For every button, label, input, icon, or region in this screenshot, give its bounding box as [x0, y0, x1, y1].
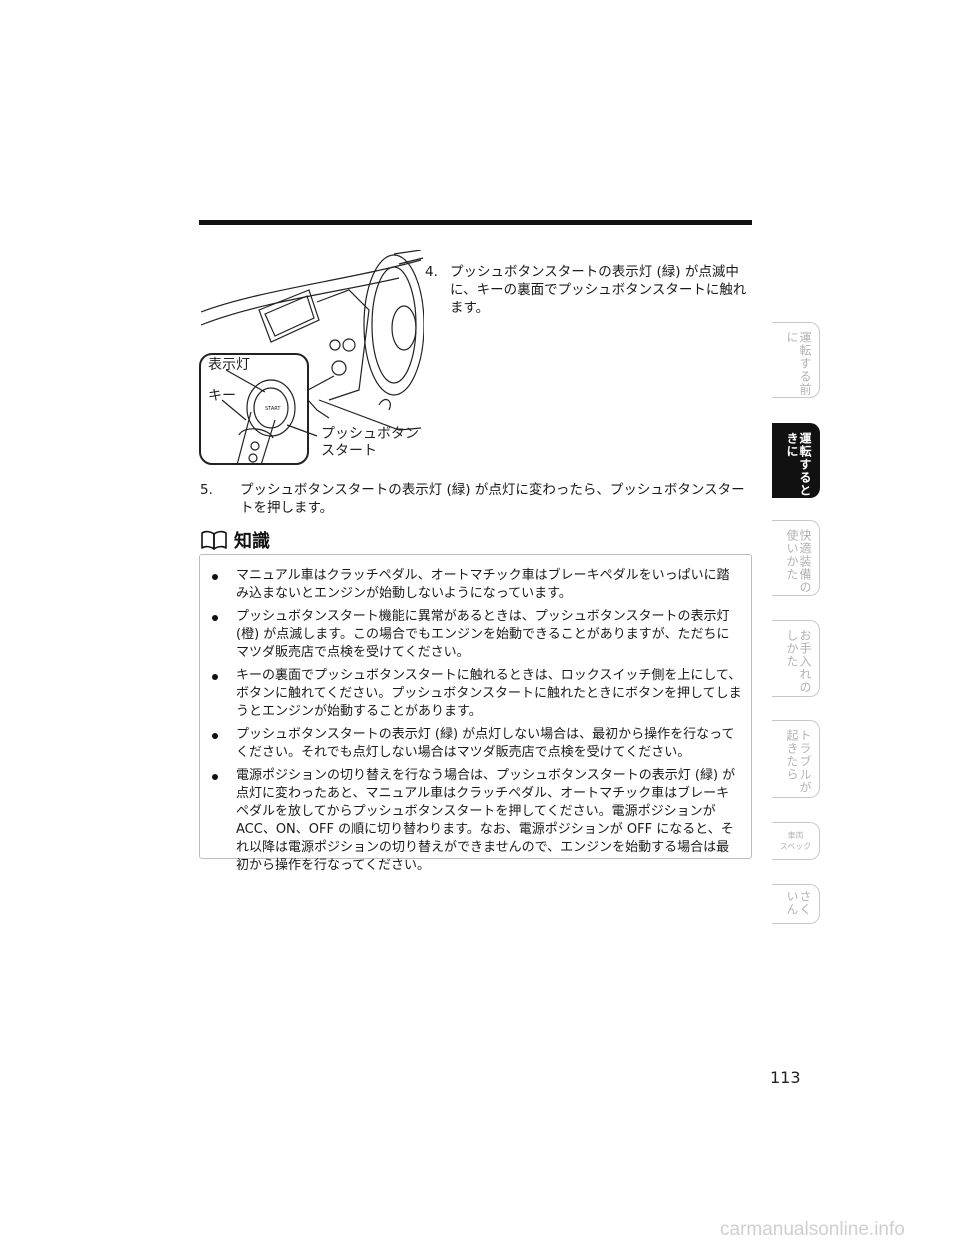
watermark: carmanualsonline.info [720, 1219, 905, 1240]
push-button-label-line2: スタート [321, 443, 377, 459]
step-text: プッシュボタンスタートの表示灯 (緑) が点滅中に、キーの裏面でプッシュボタンス… [450, 264, 747, 316]
knowledge-list: マニュアル車はクラッチペダル、オートマチック車はブレーキペダルをいっぱいに踏み込… [208, 567, 742, 880]
knowledge-header: 知識 [200, 527, 270, 553]
step-4: 4. プッシュボタンスタートの表示灯 (緑) が点滅中に、キーの裏面でプッシュボ… [425, 263, 752, 317]
step-number: 5. [200, 482, 213, 498]
list-item: キーの裏面でプッシュボタンスタートに触れるときは、ロックスイッチ側を上にして、ボ… [208, 667, 742, 721]
push-button-start-illustration: START 表示灯 キー プッシュボタン スタート [199, 249, 425, 470]
tab-label: さくいん [785, 890, 812, 916]
list-item: プッシュボタンスタートの表示灯 (緑) が点灯しない場合は、最初から操作を行なっ… [208, 726, 742, 762]
tab-label: 運転する前に [785, 331, 812, 396]
tab-label: 快適装備の使いかた [785, 529, 812, 594]
bullet-icon [212, 733, 218, 739]
tab-troubleshooting[interactable]: トラブルが起きたら [772, 720, 820, 798]
bullet-icon [212, 674, 218, 680]
list-item: プッシュボタンスタート機能に異常があるときは、プッシュボタンスタートの表示灯 (… [208, 608, 742, 662]
tab-label-line1: 車両 [787, 831, 804, 840]
dashboard-drawing: START [199, 249, 425, 466]
tab-label-line2: スペック [779, 842, 812, 851]
bullet-icon [212, 615, 218, 621]
tab-comfort-features[interactable]: 快適装備の使いかた [772, 520, 820, 596]
tab-index[interactable]: さくいん [772, 884, 820, 924]
tab-vehicle-specs[interactable]: 車両 スペック [772, 822, 820, 860]
push-button-label-line1: プッシュボタン [321, 426, 419, 442]
tab-label: トラブルが起きたら [785, 729, 812, 794]
tab-when-driving[interactable]: 運転するときに [772, 423, 820, 498]
page-number: 113 [770, 1068, 801, 1087]
step-5: 5. プッシュボタンスタートの表示灯 (緑) が点灯に変わったら、プッシュボタン… [200, 481, 752, 517]
step-number: 4. [425, 264, 438, 280]
knowledge-box: マニュアル車はクラッチペダル、オートマチック車はブレーキペダルをいっぱいに踏み込… [199, 554, 752, 873]
svg-text:START: START [265, 406, 281, 412]
tab-label: 運転するときに [785, 432, 812, 497]
tab-maintenance[interactable]: お手入れのしかた [772, 620, 820, 697]
bullet-icon [212, 574, 218, 580]
tab-label: お手入れのしかた [785, 629, 812, 694]
knowledge-title: 知識 [234, 531, 270, 552]
step-text: プッシュボタンスタートの表示灯 (緑) が点灯に変わったら、プッシュボタンスター… [240, 482, 745, 516]
bullet-icon [212, 774, 218, 780]
section-top-rule [199, 220, 752, 225]
list-item: 電源ポジションの切り替えを行なう場合は、プッシュボタンスタートの表示灯 (緑) … [208, 767, 742, 875]
key-label: キー [208, 388, 236, 404]
list-item: マニュアル車はクラッチペダル、オートマチック車はブレーキペダルをいっぱいに踏み込… [208, 567, 742, 603]
open-book-icon [201, 530, 227, 550]
indicator-label: 表示灯 [208, 357, 250, 373]
tab-before-driving[interactable]: 運転する前に [772, 322, 820, 398]
